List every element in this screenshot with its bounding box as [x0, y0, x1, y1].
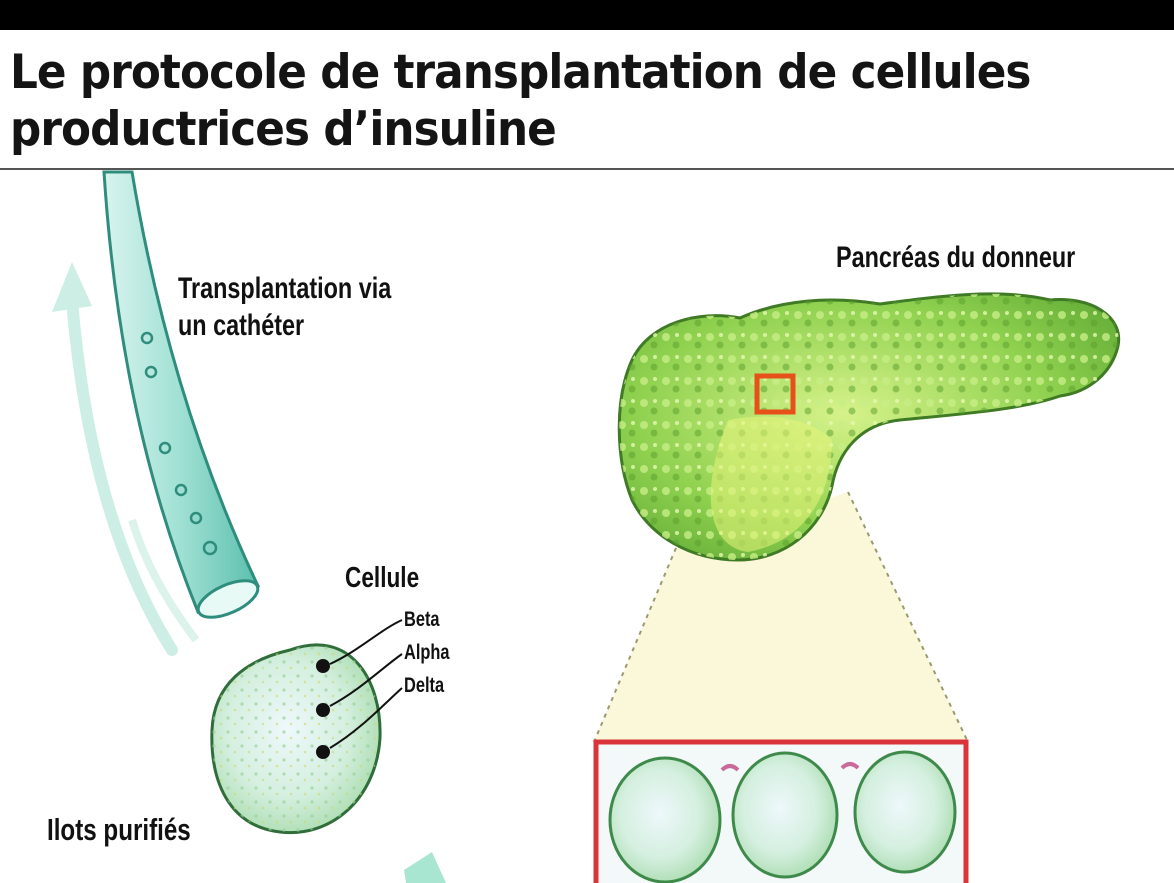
label-pancreas: Pancréas du donneur — [836, 240, 1075, 276]
arrow-fragment — [404, 852, 446, 883]
zoom-frame — [596, 742, 966, 883]
pancreas-illustration — [619, 294, 1118, 560]
label-ilots: Ilots purifiés — [47, 812, 191, 848]
label-transplantation: Transplantation via un cathéter — [178, 270, 391, 344]
islet-cluster — [212, 620, 402, 833]
label-alpha: Alpha — [404, 640, 450, 665]
label-delta: Delta — [404, 673, 444, 698]
label-beta: Beta — [404, 607, 440, 632]
label-cellule: Cellule — [345, 561, 419, 595]
